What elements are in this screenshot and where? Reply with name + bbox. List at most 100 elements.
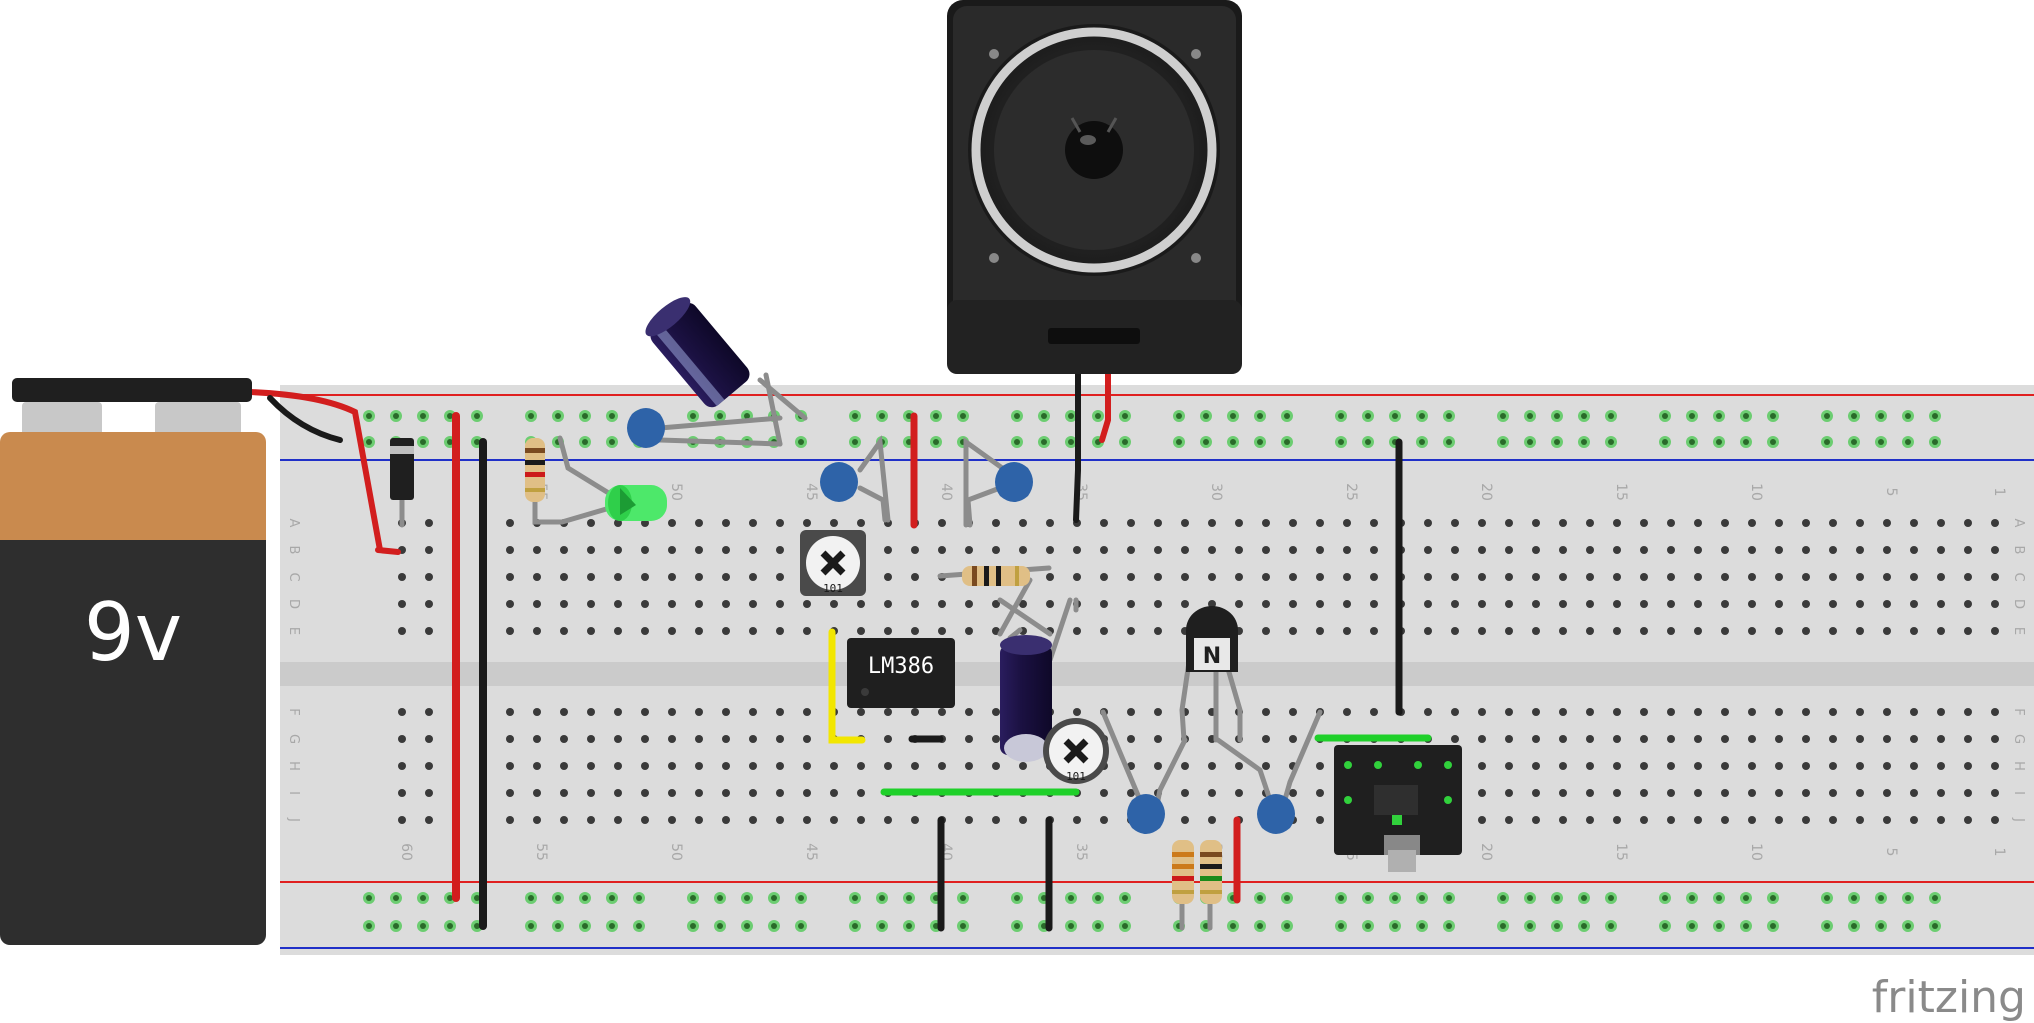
breadboard-hole [1262,573,1270,581]
breadboard-hole [1586,600,1594,608]
breadboard-hole [965,735,973,743]
breadboard-hole [1370,573,1378,581]
breadboard-hole [1235,600,1243,608]
column-number: 5 [1883,488,1899,497]
speaker-red-lead[interactable] [1099,369,1111,443]
breadboard-hole [1343,600,1351,608]
lm386-chip[interactable]: LM386 [847,638,955,708]
breadboard-hole [1613,573,1621,581]
trimmer-potentiometer-1[interactable]: 101 [800,530,866,596]
breadboard-hole [1883,600,1891,608]
breadboard-hole [1478,600,1486,608]
rail-hole-center [1581,895,1587,901]
breadboard-hole [803,519,811,527]
breadboard-hole [1586,816,1594,824]
ceramic-capacitor-2[interactable] [820,462,858,502]
breadboard-hole [1289,735,1297,743]
breadboard-hole [1235,573,1243,581]
resistor-1[interactable] [525,438,545,502]
breadboard-hole [1100,519,1108,527]
electrolytic-capacitor-1[interactable] [640,291,754,411]
breadboard-hole [398,735,406,743]
row-letter: A [286,519,301,528]
resistor-2[interactable] [962,566,1030,586]
breadboard-hole [587,762,595,770]
breadboard-hole [1532,816,1540,824]
breadboard-hole [1856,762,1864,770]
breadboard-hole [425,627,433,635]
breadboard-hole [1883,789,1891,797]
column-number: 50 [668,843,684,861]
breadboard-hole [1586,708,1594,716]
breadboard-hole [749,546,757,554]
breadboard-hole [533,789,541,797]
speaker-black-lead[interactable] [1073,369,1081,523]
ceramic-capacitor-4[interactable] [1127,794,1165,834]
breadboard-hole [1370,546,1378,554]
electrolytic-capacitor-2[interactable] [1000,635,1052,762]
rail-hole-center [1932,923,1938,929]
breadboard-hole [1424,546,1432,554]
breadboard-hole [722,519,730,527]
column-number: 40 [938,483,954,501]
breadboard-hole [749,735,757,743]
speaker[interactable] [947,0,1242,374]
rail-hole-center [771,923,777,929]
rail-hole-center [1419,413,1425,419]
rail-hole-center [1905,439,1911,445]
green-led[interactable] [605,485,667,521]
battery-snap-cap [12,378,252,402]
diode[interactable] [390,438,414,500]
rail-hole-center [1662,895,1668,901]
breadboard-hole [1208,816,1216,824]
battery-red-lead-end[interactable] [375,547,401,555]
rail-hole-center [474,923,480,929]
breadboard-hole [1910,627,1918,635]
trimmer-label-1: 101 [823,582,843,595]
breadboard-hole [722,600,730,608]
breadboard-hole [695,519,703,527]
breadboard-hole [1370,600,1378,608]
rail-hole-center [1230,413,1236,419]
battery-black-lead[interactable] [267,395,343,443]
rail-hole-center [1122,895,1128,901]
breadboard-hole [560,708,568,716]
breadboard-hole [506,816,514,824]
breadboard-hole [911,573,919,581]
yellow-jumper-wire[interactable] [828,628,866,744]
breadboard-hole [1127,573,1135,581]
resistor-4[interactable] [1200,840,1222,904]
breadboard-hole [1586,735,1594,743]
rail-hole-center [1068,413,1074,419]
rail-hole-center [555,895,561,901]
breadboard-hole [1991,627,1999,635]
ceramic-capacitor-1[interactable] [627,408,665,448]
rail-hole-center [1446,413,1452,419]
rail-hole-center [528,413,534,419]
battery-9v[interactable]: 9v [0,378,266,945]
breadboard-hole [857,762,865,770]
rail-hole-center [447,895,453,901]
rail-hole-center [1608,895,1614,901]
breadboard-hole [1829,789,1837,797]
ceramic-capacitor-5[interactable] [1257,794,1295,834]
resistor-3[interactable] [1172,840,1194,904]
audio-jack[interactable] [1334,745,1462,872]
breadboard-hole [614,735,622,743]
rail-hole-center [420,439,426,445]
rail-hole-center [1338,895,1344,901]
trimmer-label-2: 101 [1066,770,1086,783]
breadboard-hole [1910,573,1918,581]
column-number: 30 [1208,483,1224,501]
ceramic-capacitor-3[interactable] [995,462,1033,502]
battery-red-lead[interactable] [247,389,383,553]
rail-hole-center [1554,413,1560,419]
breadboard-hole [1559,735,1567,743]
trimmer-potentiometer-2[interactable]: 101 [1043,718,1109,784]
breadboard-hole [1829,816,1837,824]
breadboard-hole [1073,816,1081,824]
breadboard-hole [1694,708,1702,716]
breadboard-hole [1937,735,1945,743]
rail-hole-center [1419,923,1425,929]
npn-transistor[interactable]: N [1186,606,1238,672]
